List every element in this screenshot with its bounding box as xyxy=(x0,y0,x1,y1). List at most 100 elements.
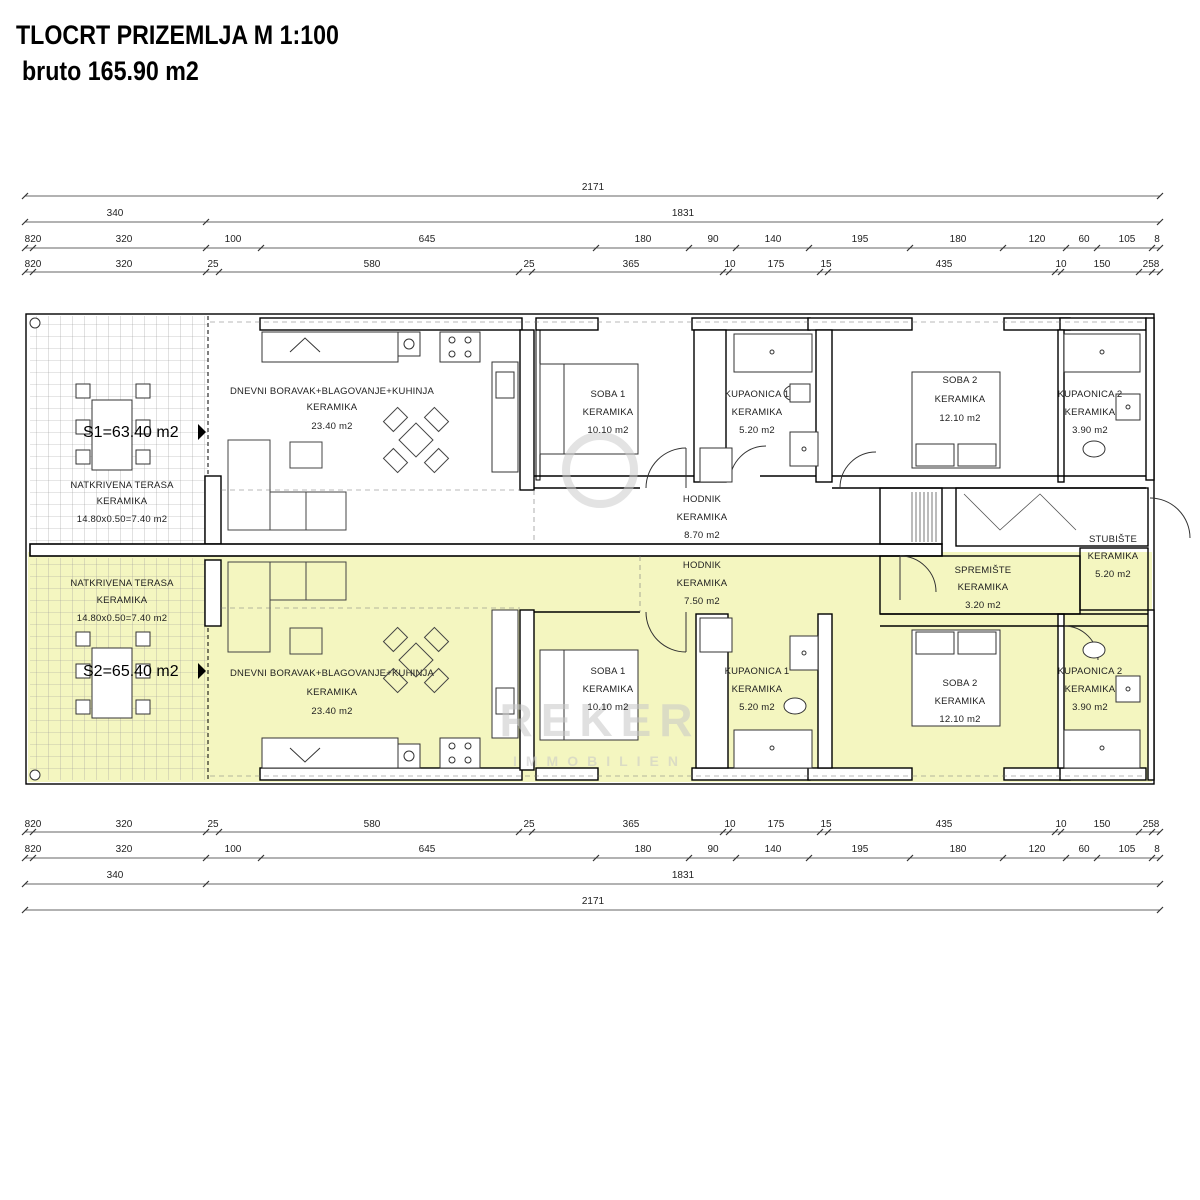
bath1-s2-name: KUPAONICA 1 xyxy=(725,666,790,677)
dim-bot-r1-2: 25 xyxy=(207,819,219,830)
dim-top-r3-9: 120 xyxy=(1029,234,1046,245)
dim-bot-r2-12: 8 xyxy=(1154,844,1160,855)
dim-bot-r1-9: 435 xyxy=(936,819,953,830)
dim-top-r2-1: 1831 xyxy=(672,208,695,219)
dim-top-r3-6: 140 xyxy=(765,234,782,245)
dimension-labels-bottom: 820 320 25 580 25 365 10 175 15 435 10 1… xyxy=(25,819,1161,907)
living-s2-name: DNEVNI BORAVAK+BLAGOVANJE+KUHINJA xyxy=(230,668,435,679)
bath2-s2-name: KUPAONICA 2 xyxy=(1058,666,1123,677)
dim-bot-total: 2171 xyxy=(582,896,605,907)
dim-bot-r2-3: 645 xyxy=(419,844,436,855)
bedroom1-s1-floor: KERAMIKA xyxy=(583,407,634,418)
living-s2-floor: KERAMIKA xyxy=(307,687,358,698)
living-furniture xyxy=(227,406,450,694)
terrace-furniture xyxy=(75,383,151,719)
dim-bot-r2-10: 60 xyxy=(1078,844,1090,855)
storage-s2-floor: KERAMIKA xyxy=(958,582,1009,593)
terrace-s2-floor: KERAMIKA xyxy=(97,595,148,606)
dim-top-r4-0: 820 xyxy=(25,259,42,270)
dimension-lines-bottom xyxy=(21,828,1164,914)
dim-bot-r2-5: 90 xyxy=(707,844,719,855)
storage-s2-area: 3.20 m2 xyxy=(965,600,1001,611)
dim-bot-r1-10: 10 xyxy=(1055,819,1067,830)
bedroom1-s2-floor: KERAMIKA xyxy=(583,684,634,695)
hall-s1-name: HODNIK xyxy=(683,494,722,505)
hall-s1-floor: KERAMIKA xyxy=(677,512,728,523)
page-title: TLOCRT PRIZEMLJA M 1:100 xyxy=(16,20,339,50)
bath2-s1-floor: KERAMIKA xyxy=(1065,407,1116,418)
dim-top-r4-11: 150 xyxy=(1094,259,1111,270)
dim-top-r4-9: 435 xyxy=(936,259,953,270)
dim-top-r3-5: 90 xyxy=(707,234,719,245)
bath2-s2-area: 3.90 m2 xyxy=(1072,702,1108,713)
dim-bot-r1-5: 365 xyxy=(623,819,640,830)
dim-bot-r2-1: 320 xyxy=(116,844,133,855)
living-s1-name: DNEVNI BORAVAK+BLAGOVANJE+KUHINJA xyxy=(230,386,435,397)
dim-top-r3-1: 320 xyxy=(116,234,133,245)
hall-s2-name: HODNIK xyxy=(683,560,722,571)
kitchen-furniture xyxy=(261,331,519,769)
bedroom2-s1-name: SOBA 2 xyxy=(943,375,978,386)
hall-s2-area: 7.50 m2 xyxy=(684,596,720,607)
living-s2-area: 23.40 m2 xyxy=(311,706,352,717)
bedroom2-s2-area: 12.10 m2 xyxy=(939,714,980,725)
dim-bot-r1-12: 258 xyxy=(1143,819,1160,830)
dim-top-r4-12: 258 xyxy=(1143,259,1160,270)
dim-bot-r1-0: 820 xyxy=(25,819,42,830)
dim-bot-r1-8: 15 xyxy=(820,819,832,830)
dim-top-r3-4: 180 xyxy=(635,234,652,245)
dim-top-r3-10: 60 xyxy=(1078,234,1090,245)
dim-bot-r1-3: 580 xyxy=(364,819,381,830)
stairs-name: STUBIŠTE xyxy=(1089,534,1137,545)
dim-bot-r3-0: 340 xyxy=(107,870,124,881)
dim-top-r4-8: 15 xyxy=(820,259,832,270)
bath1-s2-floor: KERAMIKA xyxy=(732,684,783,695)
dim-top-r4-3: 580 xyxy=(364,259,381,270)
dim-top-r4-6: 10 xyxy=(724,259,736,270)
dim-bot-r2-0: 820 xyxy=(25,844,42,855)
bath2-s1-name: KUPAONICA 2 xyxy=(1058,389,1123,400)
stairs-icon xyxy=(911,492,1077,542)
dim-top-r3-12: 8 xyxy=(1154,234,1160,245)
bedroom1-s1-area: 10.10 m2 xyxy=(587,425,628,436)
bath2-s2-floor: KERAMIKA xyxy=(1065,684,1116,695)
dimension-lines-top xyxy=(21,192,1164,276)
bath1-s1-floor: KERAMIKA xyxy=(732,407,783,418)
hall-s1-area: 8.70 m2 xyxy=(684,530,720,541)
dim-top-r3-7: 195 xyxy=(852,234,869,245)
dim-top-r3-0: 820 xyxy=(25,234,42,245)
terrace-s1-floor: KERAMIKA xyxy=(97,496,148,507)
hall-s2-floor: KERAMIKA xyxy=(677,578,728,589)
dim-top-r4-10: 10 xyxy=(1055,259,1067,270)
bedroom2-s1-area: 12.10 m2 xyxy=(939,413,980,424)
summary-s1: S1=63.40 m2 xyxy=(83,424,179,441)
bath1-s1-area: 5.20 m2 xyxy=(739,425,775,436)
dim-top-r3-2: 100 xyxy=(225,234,242,245)
dim-top-r4-5: 365 xyxy=(623,259,640,270)
living-s1-area: 23.40 m2 xyxy=(311,421,352,432)
living-s1-floor: KERAMIKA xyxy=(307,402,358,413)
dim-bot-r1-11: 150 xyxy=(1094,819,1111,830)
guide-lines xyxy=(210,321,1146,777)
terrace-s2-area: 14.80x0.50=7.40 m2 xyxy=(77,613,168,624)
dim-bot-r1-7: 175 xyxy=(768,819,785,830)
dim-bot-r1-1: 320 xyxy=(116,819,133,830)
arrow-s1-icon xyxy=(198,424,206,440)
bedroom1-s1-name: SOBA 1 xyxy=(591,389,626,400)
walls xyxy=(25,313,1155,785)
terrace-s1-name: NATKRIVENA TERASA xyxy=(70,480,174,491)
dim-top-r4-7: 175 xyxy=(768,259,785,270)
dim-bot-r2-6: 140 xyxy=(765,844,782,855)
dim-bot-r1-6: 10 xyxy=(724,819,736,830)
watermark-sub: IMMOBILIEN xyxy=(513,753,687,769)
terrace-s1-area: 14.80x0.50=7.40 m2 xyxy=(77,514,168,525)
watermark-brand: REKER xyxy=(499,694,700,746)
watermark: REKER IMMOBILIEN xyxy=(499,432,700,769)
bedroom2-s1-floor: KERAMIKA xyxy=(935,394,986,405)
terrace-s2-name: NATKRIVENA TERASA xyxy=(70,578,174,589)
summary-s2: S2=65.40 m2 xyxy=(83,663,179,680)
bedroom2-s2-name: SOBA 2 xyxy=(943,678,978,689)
bedroom-furniture xyxy=(539,363,1001,741)
dim-top-r3-8: 180 xyxy=(950,234,967,245)
